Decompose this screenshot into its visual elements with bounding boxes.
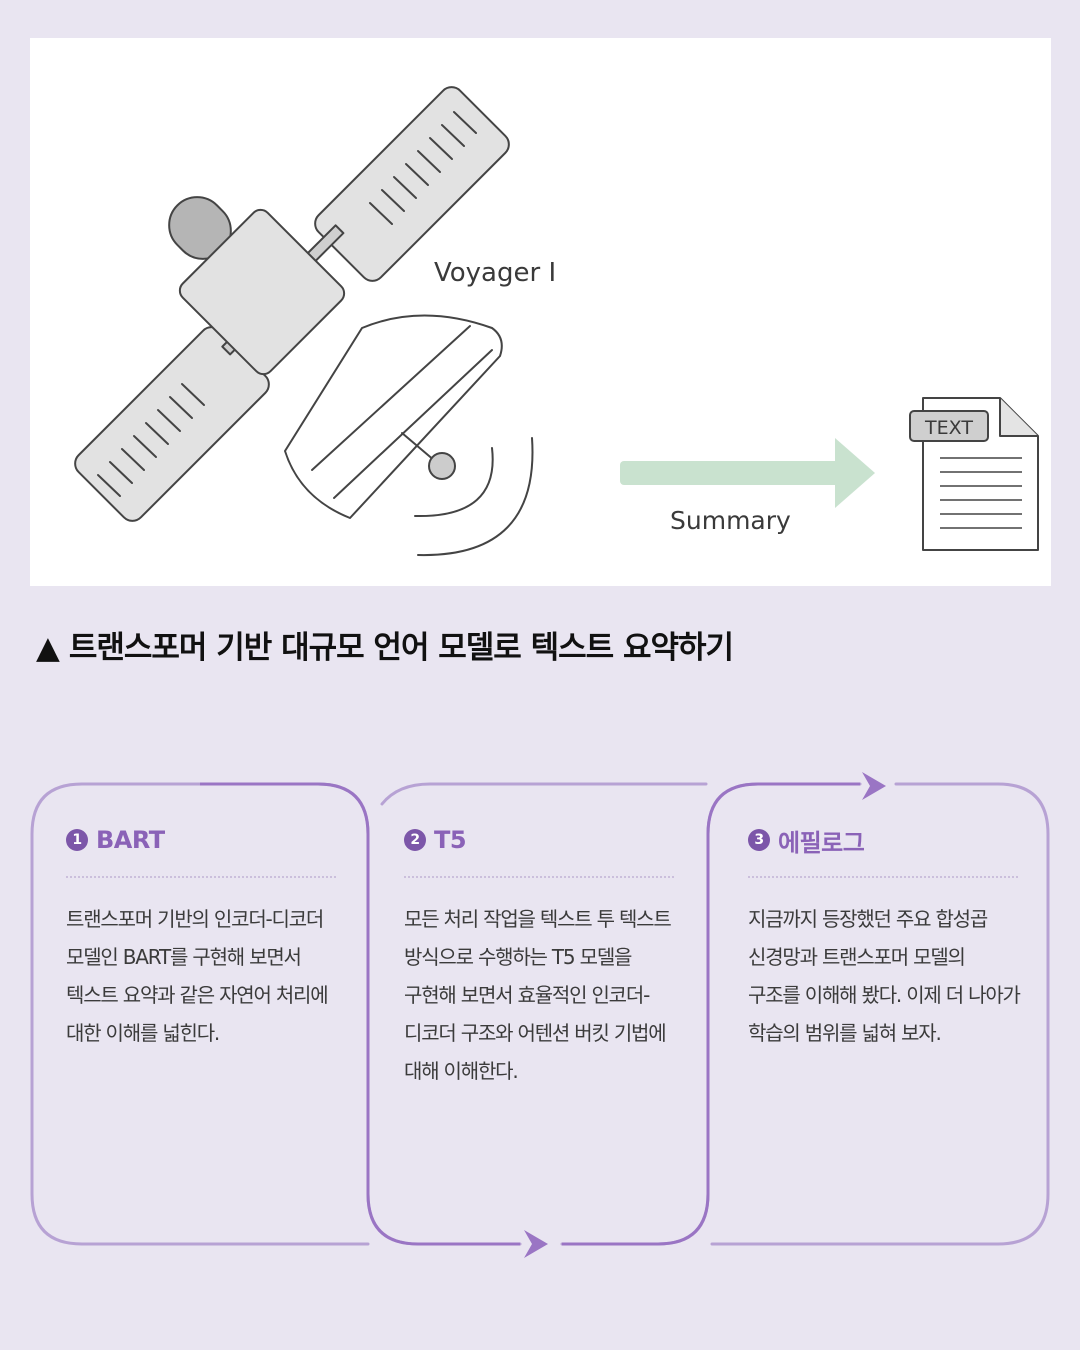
card-epilogue: 3 에필로그 지금까지 등장했던 주요 합성곱 신경망과 트랜스포머 모델의 구… (748, 820, 1021, 1052)
card-header: 2 T5 (404, 820, 676, 860)
card-title: 에필로그 (778, 828, 865, 857)
step-number-badge: 2 (404, 829, 426, 851)
card-title: T5 (434, 826, 467, 854)
card-t5: 2 T5 모든 처리 작업을 텍스트 투 텍스트 방식으로 수행하는 T5 모델… (404, 820, 676, 1090)
spacecraft-label: Voyager I (434, 258, 556, 288)
dotted-divider (66, 876, 336, 878)
document-tag: TEXT (924, 417, 973, 439)
arrow-right-icon (524, 1230, 548, 1258)
summary-label: Summary (670, 506, 791, 535)
card-description: 지금까지 등장했던 주요 합성곱 신경망과 트랜스포머 모델의 구조를 이해해 … (748, 907, 1021, 1045)
dotted-divider (748, 876, 1018, 878)
illustration-panel: Voyager I Summary TEXT (30, 38, 1051, 586)
triangle-marker-icon: ▲ (36, 630, 60, 666)
card-description: 트랜스포머 기반의 인코더-디코더 모델인 BART를 구현해 보면서 텍스트 … (66, 907, 329, 1045)
summary-arrow (620, 438, 875, 508)
document-icon (909, 397, 1039, 551)
arrow-right-icon (862, 772, 886, 800)
card-bart: 1 BART 트랜스포머 기반의 인코더-디코더 모델인 BART를 구현해 보… (66, 820, 338, 1052)
card-title: BART (96, 826, 165, 854)
step-number-badge: 1 (66, 829, 88, 851)
solar-panel-lower (74, 326, 270, 522)
cards-outline (30, 772, 1050, 1258)
caption-text: 트랜스포머 기반 대규모 언어 모델로 텍스트 요약하기 (68, 630, 734, 666)
figure-caption: ▲트랜스포머 기반 대규모 언어 모델로 텍스트 요약하기 (36, 622, 734, 667)
card-header: 1 BART (66, 820, 338, 860)
solar-panel-upper (314, 86, 510, 282)
card-header: 3 에필로그 (748, 820, 1020, 860)
step-number-badge: 3 (748, 829, 770, 851)
card-description: 모든 처리 작업을 텍스트 투 텍스트 방식으로 수행하는 T5 모델을 구현해… (404, 907, 672, 1083)
dotted-divider (404, 876, 674, 878)
voyager-illustration: Voyager I Summary TEXT (74, 86, 1039, 557)
